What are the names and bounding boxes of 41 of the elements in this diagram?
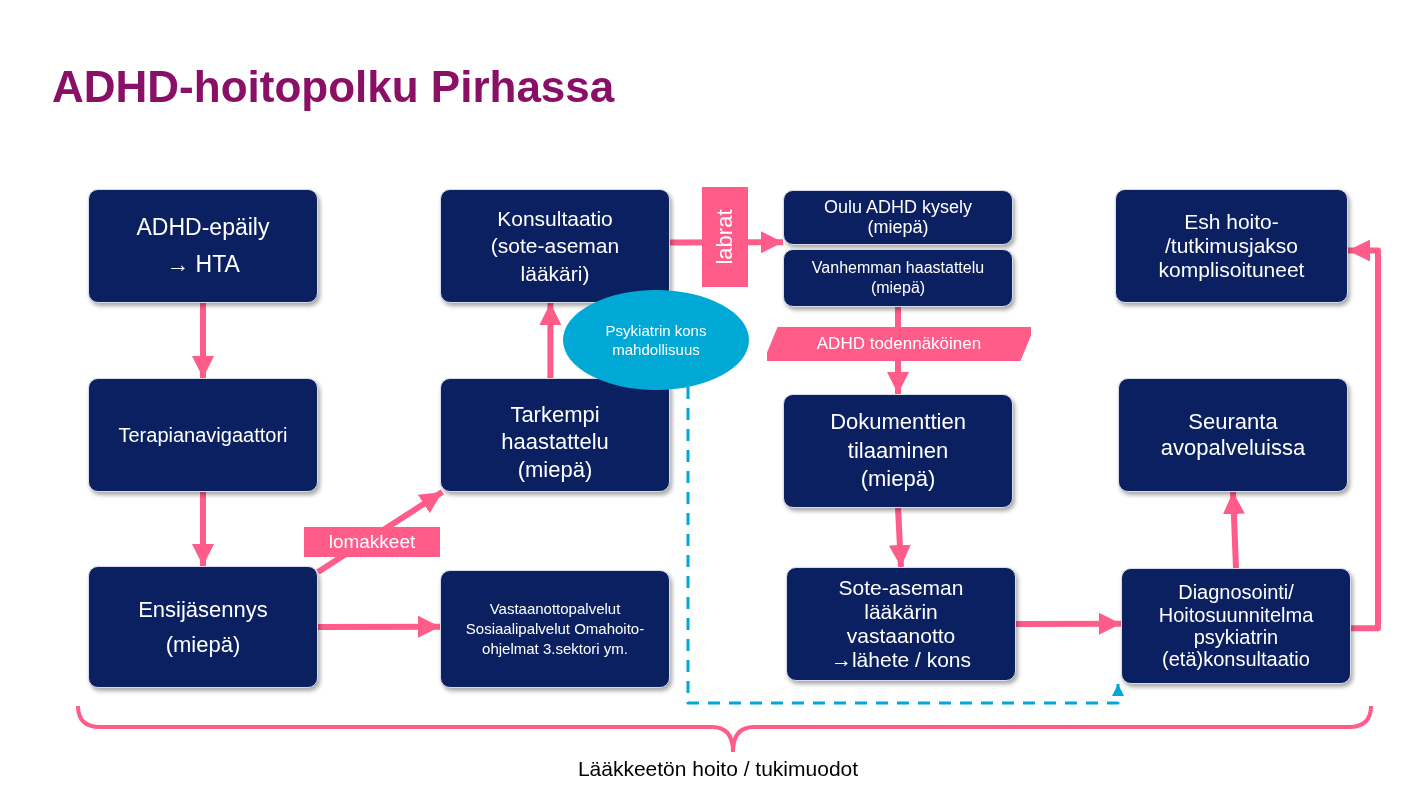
edge-label: labrat [702, 187, 748, 287]
node-text: ADHD-epäily → HTA [135, 213, 271, 279]
node-text: Konsultaatio (sote-aseman lääkäri) [489, 206, 621, 287]
process-box [786, 567, 1016, 681]
process-box [440, 189, 670, 303]
process-box [440, 378, 670, 492]
node-text: Esh hoito- /tutkimusjakso komplisoituneet [1157, 209, 1306, 283]
node-text: Vanhemman haastattelu (miepä) [810, 258, 986, 298]
node-text: Sote-aseman lääkärin vastaanotto →lähete / kons [829, 575, 973, 673]
edge-label: lomakkeet [304, 527, 440, 557]
edge-label: ADHD todennäköinen [767, 327, 1031, 361]
title: ADHD-hoitopolku Pirhassa [52, 62, 615, 112]
dashed-arrow [686, 386, 1124, 705]
arrow [318, 615, 440, 638]
process-box [783, 394, 1013, 508]
node-text: Vastaanottopalvelut Sosiaalipalvelut Omahoito-ohjelmat 3.sektori ym. [464, 598, 646, 660]
process-box [88, 378, 318, 492]
process-box [783, 249, 1013, 307]
arrow [192, 303, 214, 378]
arrow [539, 303, 562, 378]
process-box [1115, 189, 1348, 303]
process-box [1121, 568, 1351, 684]
node-text: Terapianavigaattori [118, 423, 288, 447]
process-box [440, 570, 670, 688]
process-box [88, 189, 318, 303]
arrow [192, 492, 214, 566]
node-text: Ensijäsennys (miepä) [138, 595, 268, 659]
node-text: Dokumenttien tilaaminen (miepä) [829, 408, 967, 494]
process-box [88, 566, 318, 688]
node-text: Seuranta avopalveluissa [1159, 408, 1307, 462]
node-text: Diagnosointi/ Hoitosuunnitelma psykiatrin (etä)konsultaatio [1157, 581, 1315, 671]
arrow [888, 507, 911, 568]
node-text: Psykiatrin kons mahdollisuus [604, 320, 708, 360]
process-box [1118, 378, 1348, 492]
node-text: Tarkempi haastattelu (miepä) [501, 400, 609, 484]
process-box [783, 190, 1013, 245]
arrow [1016, 612, 1121, 635]
arrow [1222, 491, 1245, 569]
arrow [1348, 239, 1381, 632]
bracket-label: Lääkkeetön hoito / tukimuodot [576, 757, 860, 781]
node-text: Oulu ADHD kysely (miepä) [822, 197, 973, 238]
